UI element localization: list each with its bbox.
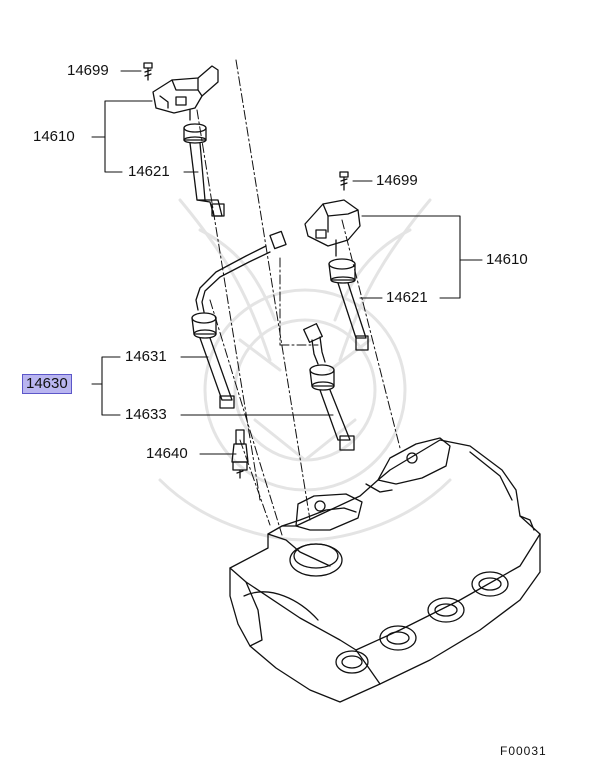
watermark-emblem (158, 198, 452, 542)
coil-boot-upper (183, 123, 225, 217)
callout-wire-short: 14633 (125, 406, 167, 423)
callout-bolt-upper: 14699 (67, 62, 109, 79)
spark-plug-wire-short (303, 323, 355, 451)
coil-boot-right (328, 258, 369, 351)
callout-boot-upper: 14621 (128, 163, 170, 180)
ignition-coil-right (304, 199, 361, 257)
bolt-upper (143, 62, 153, 81)
callout-coil-upper: 14610 (33, 128, 75, 145)
cylinder-head (229, 437, 541, 703)
spark-plug (231, 429, 249, 479)
leader-lines (91, 70, 483, 455)
bolt-right (339, 171, 349, 191)
ignition-coil-upper (152, 65, 219, 121)
callout-spark-plug: 14640 (146, 445, 188, 462)
callout-boot-right: 14621 (386, 289, 428, 306)
callout-wire-long: 14631 (125, 348, 167, 365)
callout-bolt-right: 14699 (376, 172, 418, 189)
callout-wire-set[interactable]: 14630 (22, 374, 72, 394)
callout-coil-right: 14610 (486, 251, 528, 268)
diagram-id: F00031 (500, 744, 547, 758)
installation-axes (196, 59, 401, 536)
spark-plug-wire-long (191, 230, 287, 409)
